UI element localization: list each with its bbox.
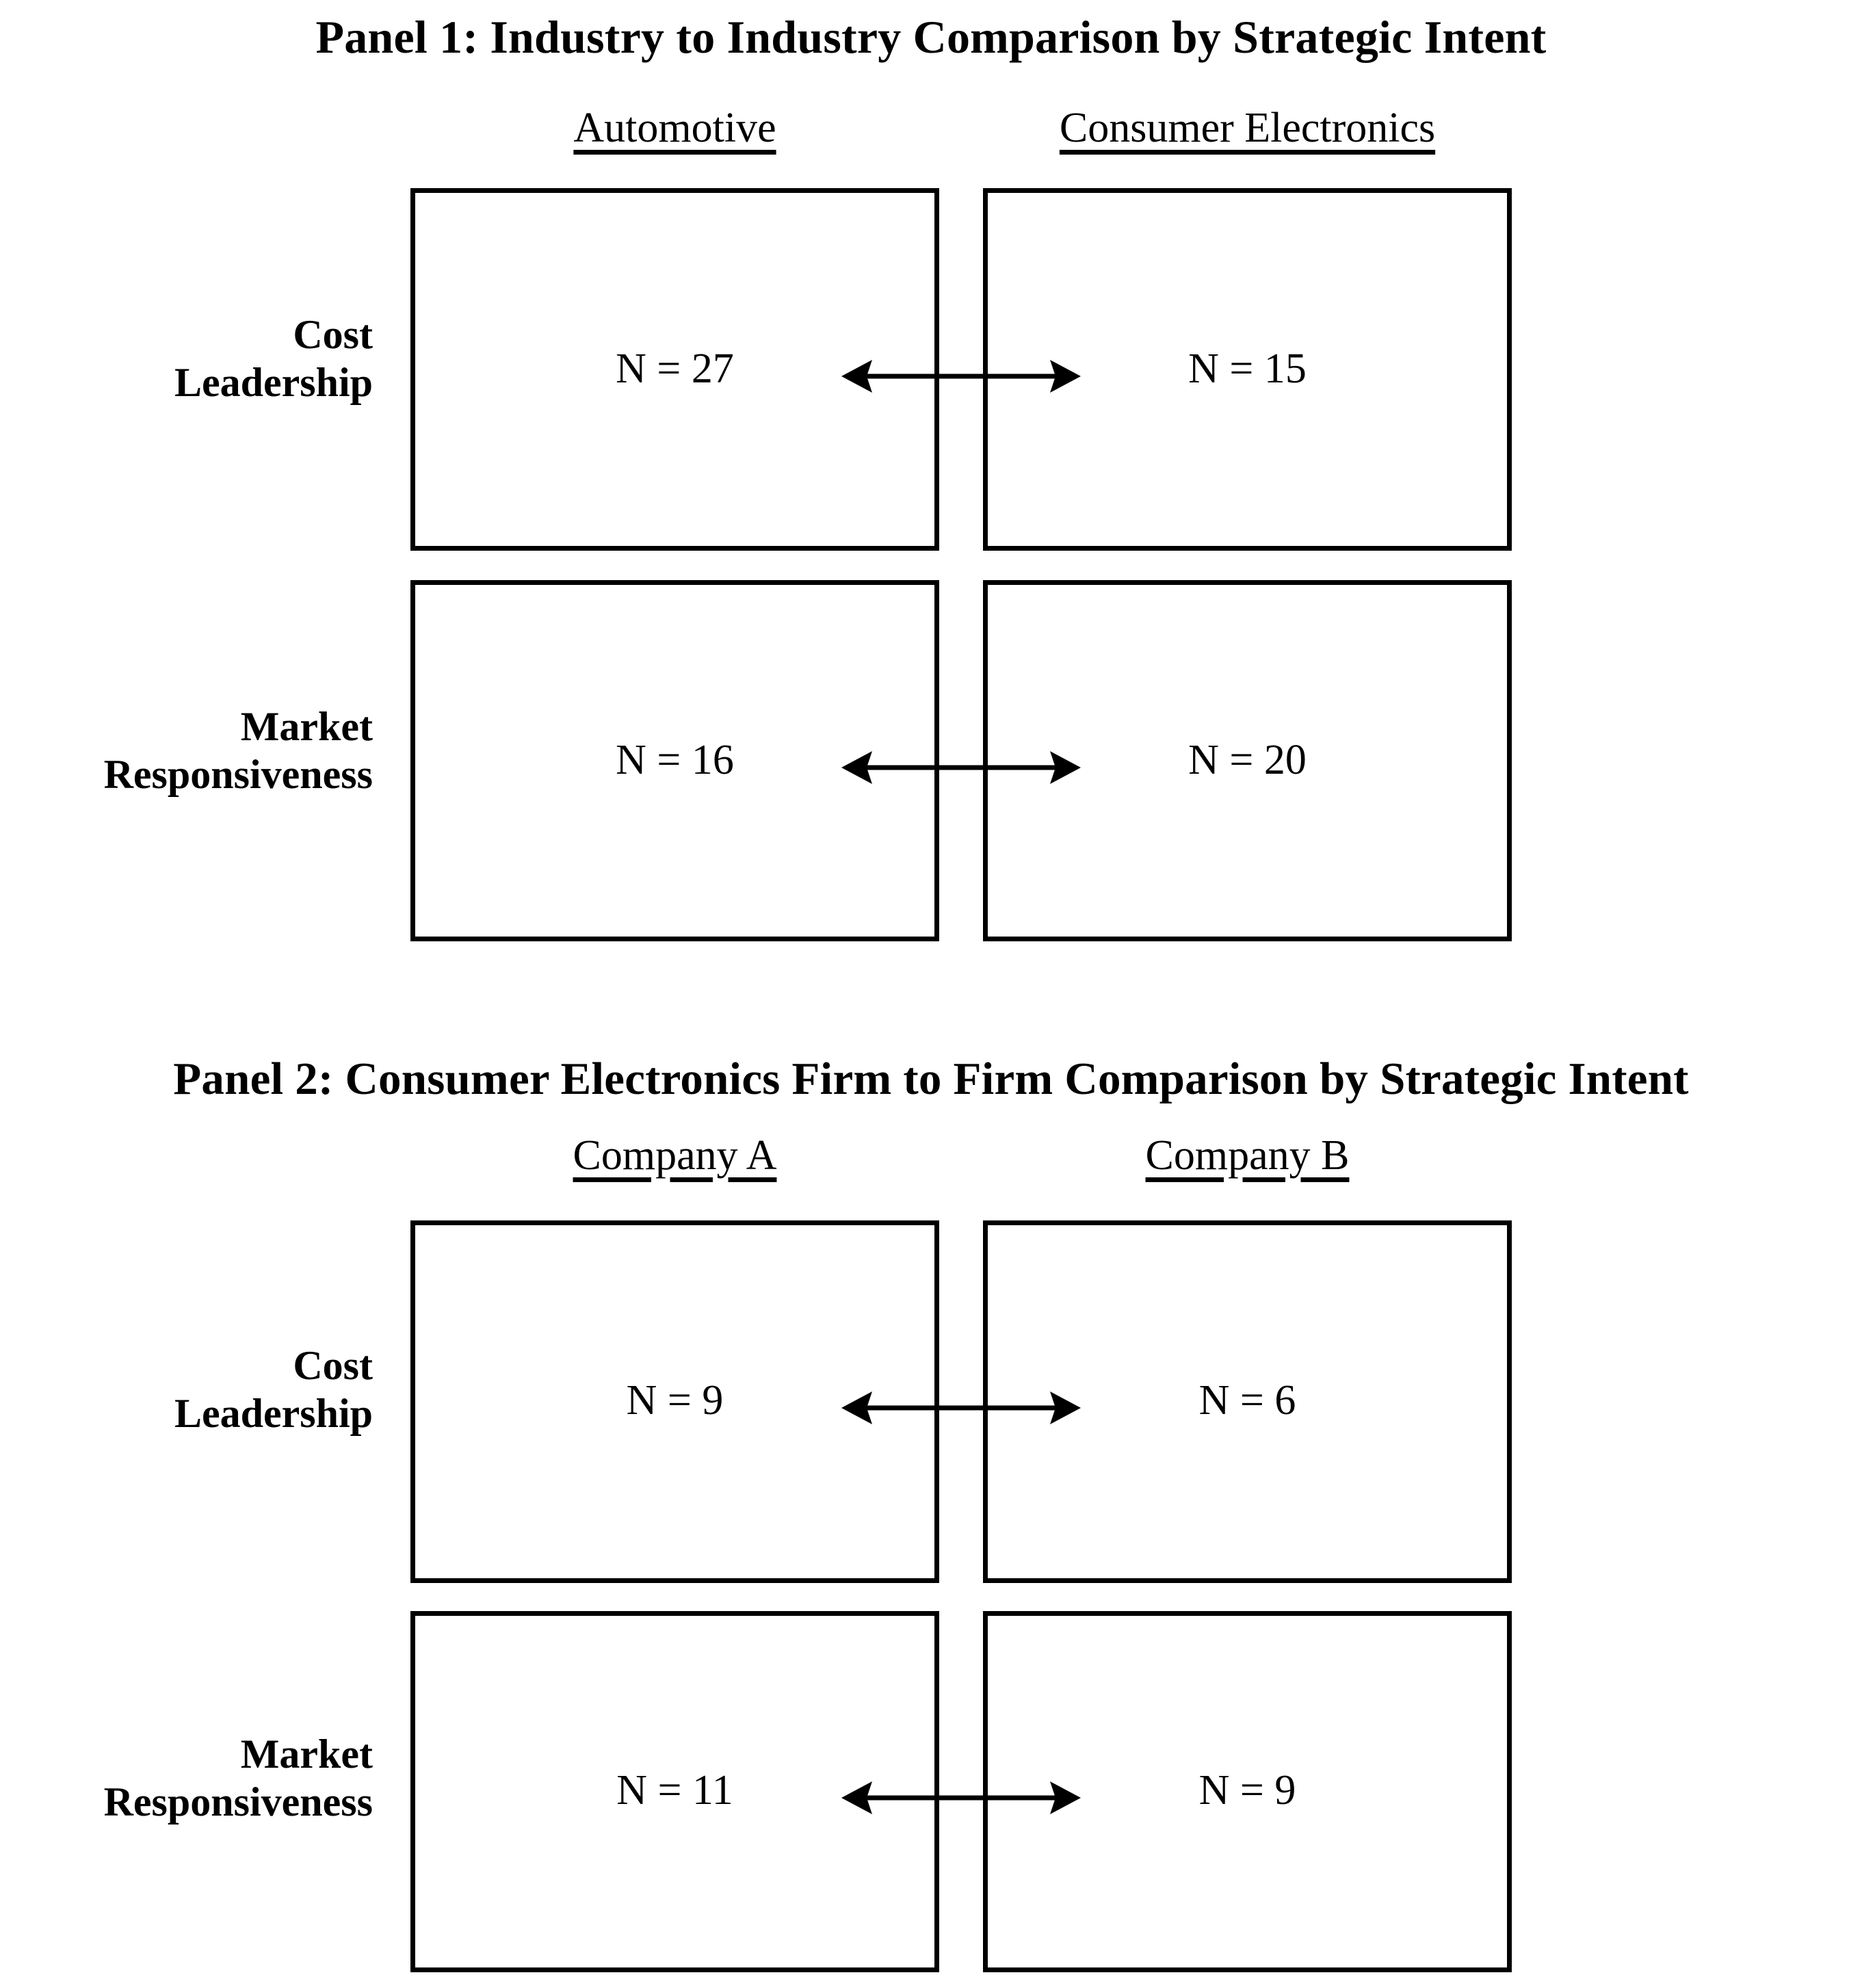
panel-1-cell-box-r2c2[interactable] <box>983 580 1512 941</box>
panel-1-row-label-cost-leadership: Cost Leadership <box>0 311 373 406</box>
panel-1-cell-value-r1c1: N = 27 <box>616 345 734 392</box>
panel-1-cell-box-r1c1[interactable] <box>410 188 939 551</box>
row-label-line-2: Responsiveness <box>103 1779 373 1824</box>
panel-2-row-label-cost-leadership: Cost Leadership <box>0 1342 373 1437</box>
panel-1-cell-value-r2c2: N = 20 <box>1188 737 1307 783</box>
panel-1-connector-arrow-row1 <box>841 349 1081 404</box>
panel-1-row-label-market-responsiveness: Market Responsiveness <box>0 703 373 798</box>
panel-1-title: Panel 1: Industry to Industry Comparison… <box>315 11 1547 63</box>
panel-2-title: Panel 2: Consumer Electronics Firm to Fi… <box>173 1054 1689 1104</box>
panel-2-row-label-market-responsiveness: Market Responsiveness <box>0 1731 373 1826</box>
panel-2-cell-value-r2c1: N = 11 <box>616 1767 733 1814</box>
row-label-line-1: Cost <box>293 1343 373 1388</box>
panel-2-column-header-company-a: Company A <box>573 1132 777 1179</box>
row-label-line-1: Cost <box>293 312 373 357</box>
panel-1-cell-value-r2c1: N = 16 <box>616 737 734 783</box>
row-label-line-2: Leadership <box>174 359 373 405</box>
panel-2-connector-arrow-row2 <box>841 1770 1081 1825</box>
panel-2-cell-value-r1c2: N = 6 <box>1198 1377 1296 1424</box>
row-label-line-2: Responsiveness <box>103 751 373 797</box>
panel-2-cell-value-r2c2: N = 9 <box>1198 1767 1296 1814</box>
row-label-line-2: Leadership <box>174 1390 373 1436</box>
panel-1-cell-box-r2c1[interactable] <box>410 580 939 941</box>
panel-1-cell-box-r1c2[interactable] <box>983 188 1512 551</box>
panel-2-cell-box-r1c1[interactable] <box>410 1220 939 1583</box>
panel-1-connector-arrow-row2 <box>841 740 1081 795</box>
panel-2-connector-arrow-row1 <box>841 1381 1081 1435</box>
panel-2-cell-value-r1c1: N = 9 <box>626 1377 724 1424</box>
row-label-line-1: Market <box>240 1731 373 1777</box>
row-label-line-1: Market <box>240 704 373 749</box>
panel-1-column-header-consumer-electronics: Consumer Electronics <box>1059 105 1436 151</box>
panel-2-cell-box-r1c2[interactable] <box>983 1220 1512 1583</box>
panel-1-column-header-automotive: Automotive <box>573 105 776 151</box>
panel-2-cell-box-r2c2[interactable] <box>983 1611 1512 1972</box>
panel-1-cell-value-r1c2: N = 15 <box>1188 345 1307 392</box>
panel-2-column-header-company-b: Company B <box>1145 1132 1350 1179</box>
panel-2-cell-box-r2c1[interactable] <box>410 1611 939 1972</box>
